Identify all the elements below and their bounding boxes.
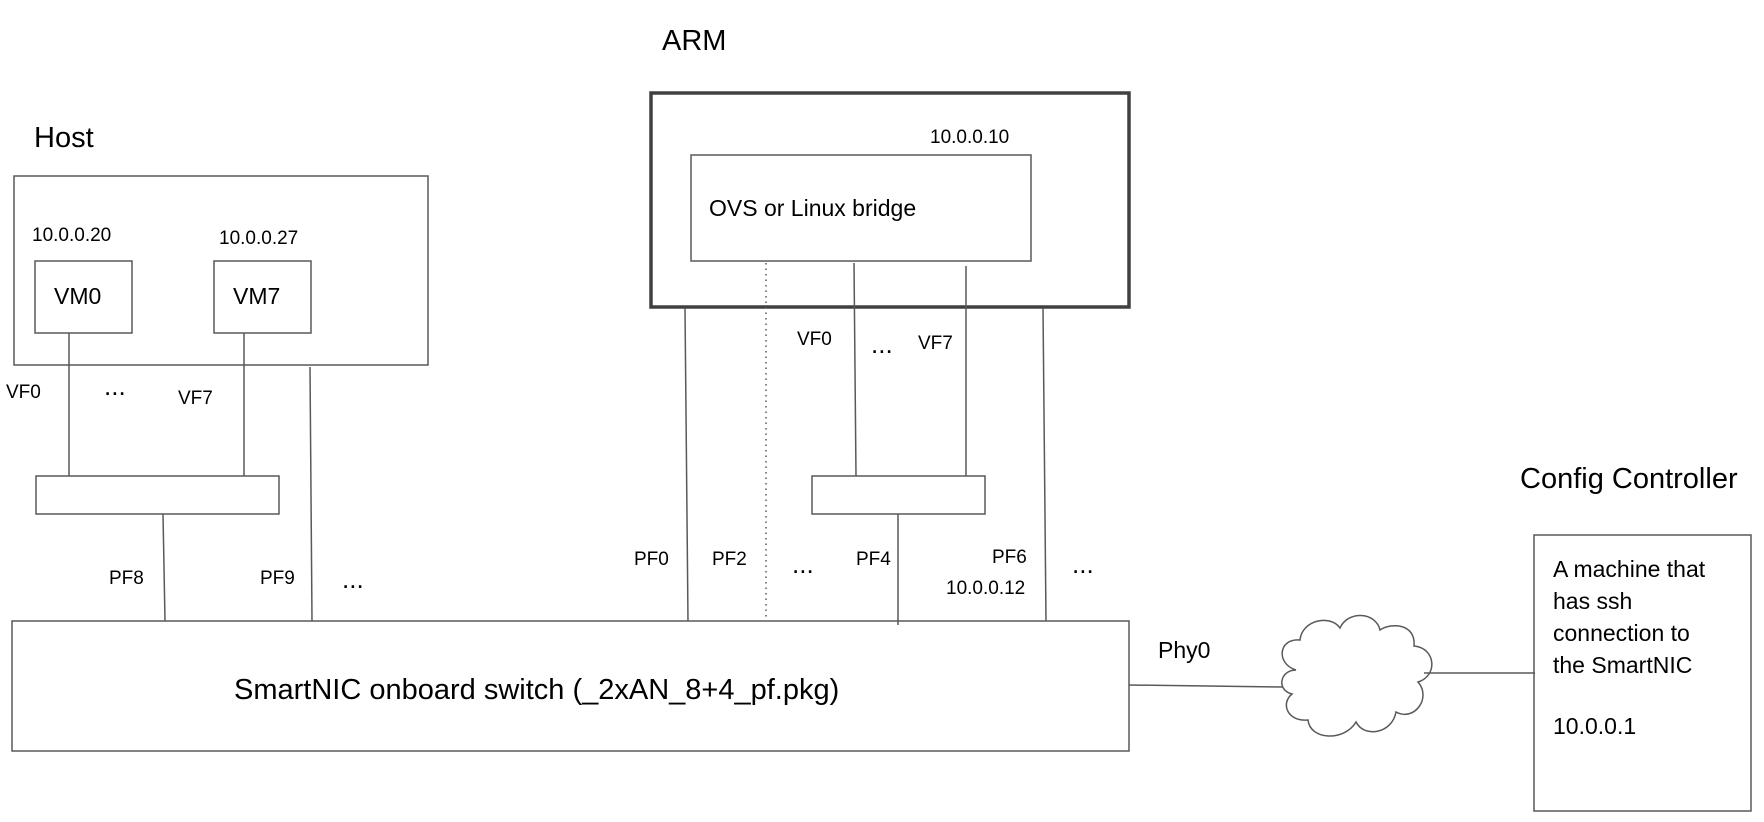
controller-desc-line4: the SmartNIC — [1553, 652, 1692, 678]
phy0-label: Phy0 — [1158, 637, 1210, 663]
host-box — [13, 175, 429, 366]
config-controller-box — [1533, 534, 1752, 812]
smartnic-switch-label: SmartNIC onboard switch (_2xAN_8+4_pf.pk… — [234, 674, 839, 706]
cloud-shape — [1281, 614, 1433, 737]
host-vf-ellipsis: ... — [104, 371, 126, 401]
arm-pf6-link — [1042, 307, 1047, 622]
arm-pf-ellipsis-2: ... — [1072, 549, 1094, 579]
smartnic-switch-box — [11, 620, 1130, 752]
host-vf7-label: VF7 — [178, 388, 213, 409]
arm-pf-adapter — [811, 475, 986, 515]
arm-bridge-box — [690, 154, 1032, 262]
vm7-ip: 10.0.0.27 — [219, 228, 298, 249]
arm-bridge-ip: 10.0.0.10 — [930, 127, 1009, 148]
config-controller-group: A machine that has ssh connection to the… — [1533, 534, 1752, 812]
controller-ip: 10.0.0.1 — [1553, 713, 1636, 739]
vm0-label: VM0 — [54, 283, 101, 309]
host-pf-adapter — [35, 475, 280, 515]
arm-bridge-label: OVS or Linux bridge — [709, 195, 916, 221]
arm-pf2-label: PF2 — [712, 549, 747, 570]
cloud-icon — [1281, 614, 1433, 737]
controller-desc-line2: has ssh — [1553, 588, 1632, 614]
arm-group: 10.0.0.10 OVS or Linux bridge VF0 ... VF… — [634, 91, 1131, 625]
host-group: 10.0.0.20 VM0 10.0.0.27 VM7 VF0 ... VF7 … — [6, 175, 429, 622]
host-pf8-link — [162, 513, 166, 622]
vm0-ip: 10.0.0.20 — [32, 225, 111, 246]
smartnic-switch-group: SmartNIC onboard switch (_2xAN_8+4_pf.pk… — [11, 620, 1285, 752]
host-pf8-label: PF8 — [109, 568, 144, 589]
host-pf9-link — [309, 366, 313, 622]
arm-title: ARM — [662, 25, 726, 57]
phy0-link — [1128, 684, 1285, 688]
arm-pf0-label: PF0 — [634, 549, 669, 570]
arm-pf6-label: PF6 — [992, 547, 1027, 568]
arm-pf6-ip: 10.0.0.12 — [946, 578, 1025, 599]
vm0-box — [34, 260, 133, 334]
arm-vf-ellipsis: ... — [871, 329, 893, 359]
arm-vf0-label: VF0 — [797, 329, 832, 350]
arm-box — [649, 91, 1131, 309]
arm-vf7-label: VF7 — [918, 333, 953, 354]
arm-pf4-label: PF4 — [856, 549, 891, 570]
host-title: Host — [34, 122, 94, 154]
arm-pf-ellipsis-1: ... — [792, 549, 814, 579]
controller-desc-line1: A machine that — [1553, 556, 1706, 582]
host-pf-ellipsis: ... — [342, 564, 364, 594]
host-pf9-label: PF9 — [260, 568, 295, 589]
vm7-label: VM7 — [233, 283, 280, 309]
vm7-box — [213, 260, 312, 334]
controller-desc-line3: connection to — [1553, 620, 1690, 646]
host-vf0-label: VF0 — [6, 382, 41, 403]
config-controller-title: Config Controller — [1520, 463, 1738, 495]
arm-pf0-link — [684, 307, 689, 622]
arm-vf0-link — [853, 262, 857, 477]
